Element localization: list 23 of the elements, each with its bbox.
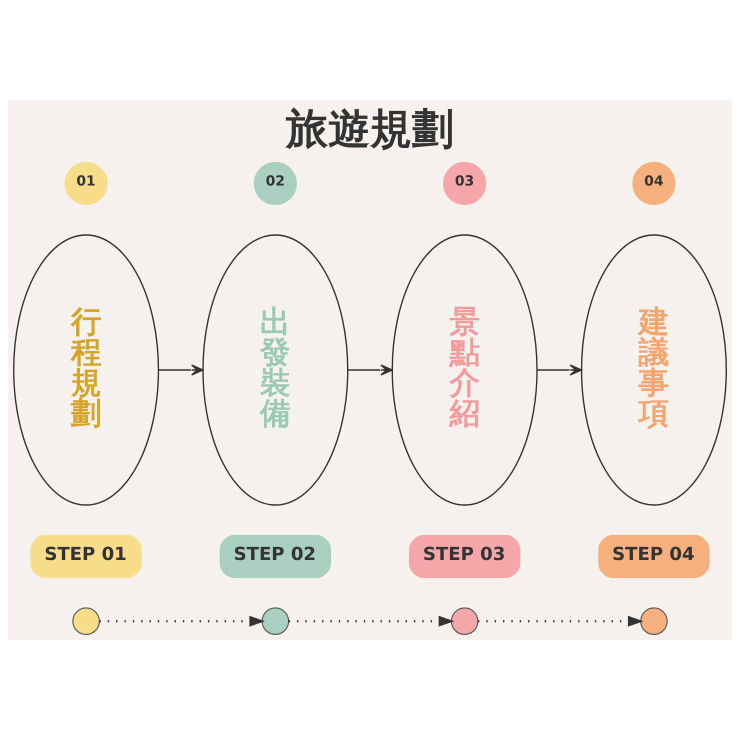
- node-ellipse: 出發裝備: [202, 234, 348, 506]
- node-circle: 04: [632, 162, 676, 206]
- node-ellipse: 景點介紹: [392, 234, 538, 506]
- node-box: STEP 01: [30, 534, 142, 578]
- arrow: [99, 616, 265, 627]
- node-box: STEP 04: [598, 534, 710, 578]
- node-circle: 03: [443, 162, 486, 206]
- arrow: [288, 616, 454, 627]
- arrow: [537, 364, 582, 376]
- node-ellipse: 建議事項: [580, 234, 727, 506]
- node-ellipse: 行程規劃: [13, 234, 160, 506]
- node-box: STEP 03: [408, 534, 520, 578]
- arrow: [348, 364, 393, 376]
- node-circle: [640, 607, 668, 635]
- arrow: [158, 364, 204, 376]
- node-circle: 01: [64, 162, 108, 206]
- node-box: STEP 02: [220, 534, 332, 578]
- arrow: [478, 616, 644, 627]
- node-circle: [262, 607, 290, 635]
- node-circle: [72, 607, 100, 635]
- node-circle: [450, 607, 478, 635]
- node-circle: 02: [254, 162, 297, 206]
- diagram-title: 旅遊規劃: [286, 104, 454, 154]
